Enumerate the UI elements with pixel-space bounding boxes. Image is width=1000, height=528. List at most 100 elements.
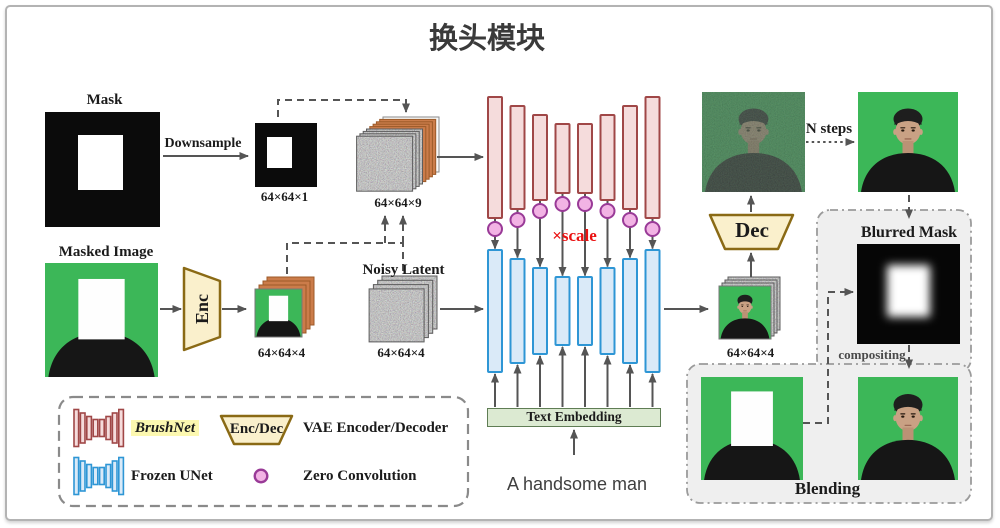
brushnet-bar bbox=[487, 96, 503, 219]
masked-image-label: Masked Image bbox=[58, 244, 154, 260]
frozen-unet-bar bbox=[554, 276, 571, 346]
eye bbox=[741, 305, 744, 307]
maskedimage-to-blurredmask-connector bbox=[803, 288, 854, 424]
face bbox=[895, 403, 921, 432]
noise-overlay bbox=[702, 92, 805, 192]
eyebrow bbox=[910, 127, 916, 129]
ear bbox=[750, 305, 753, 309]
shirt bbox=[720, 318, 770, 339]
downsampled-mask-hole bbox=[267, 137, 292, 168]
mask-overlay bbox=[268, 295, 289, 322]
eyebrow bbox=[746, 304, 750, 306]
legend-frozen-unet-icon bbox=[105, 463, 112, 489]
vae-blocks bbox=[182, 213, 795, 352]
encoder-label: Enc bbox=[192, 294, 212, 325]
face bbox=[738, 299, 752, 314]
noisy-latent-label: Noisy Latent bbox=[362, 262, 445, 278]
frozen-unet-bar bbox=[644, 249, 661, 373]
hair-fringe bbox=[894, 115, 922, 125]
latent-front-border bbox=[254, 288, 303, 338]
legend-brushnet-icon bbox=[79, 412, 86, 444]
latent-front-border bbox=[718, 285, 772, 340]
latent-stacks bbox=[254, 116, 781, 343]
diagram-frame bbox=[5, 5, 993, 521]
frozen-unet-bar bbox=[577, 276, 593, 346]
frozen-unet-bar bbox=[599, 267, 616, 355]
concat-latent-dims: 64×64×9 bbox=[374, 195, 422, 210]
legend-graphics bbox=[57, 395, 470, 508]
legend-frozen-unet-icon bbox=[111, 460, 118, 492]
shirt bbox=[256, 318, 301, 337]
shirt bbox=[48, 332, 155, 377]
blending-result-photo bbox=[858, 377, 958, 480]
decoded-noisy-photo bbox=[702, 92, 805, 192]
brushnet-bars bbox=[487, 96, 661, 219]
zero-convolution-node bbox=[532, 203, 548, 219]
noise-layer-border bbox=[368, 288, 425, 343]
legend-frozen-unet-label: Frozen UNet bbox=[131, 468, 213, 484]
face bbox=[895, 117, 921, 145]
blurred-mask-label: Blurred Mask bbox=[860, 224, 958, 241]
downsample-label: Downsample bbox=[164, 136, 242, 151]
page-title: 换头模块 bbox=[428, 23, 545, 55]
scale-label: ×scale bbox=[552, 226, 597, 245]
blending-masked-photo bbox=[701, 377, 803, 480]
ear bbox=[737, 305, 740, 309]
legend-frozen-unet-icon bbox=[73, 456, 80, 496]
frozen-unet-bar bbox=[622, 258, 638, 364]
legend-zero-conv-label: Zero Convolution bbox=[303, 468, 417, 484]
frozen-unet-bar bbox=[509, 258, 526, 364]
ear bbox=[919, 415, 923, 422]
denoised-result-photo bbox=[858, 92, 958, 192]
zero-convolution-node bbox=[487, 221, 503, 237]
legend-brushnet-icon bbox=[105, 415, 112, 441]
eyebrow bbox=[910, 413, 916, 415]
legend-brushnet-icon bbox=[73, 408, 80, 448]
shirt bbox=[704, 439, 800, 480]
brushnet-bar bbox=[622, 105, 638, 210]
brushnet-highlight: BrushNet bbox=[131, 420, 200, 436]
noise-layer bbox=[356, 136, 413, 192]
eye bbox=[901, 129, 905, 132]
frozen-unet-bar bbox=[532, 267, 548, 355]
blending-label: Blending bbox=[794, 479, 861, 498]
hair-fringe bbox=[894, 400, 922, 411]
legend-brushnet-label: BrushNet bbox=[131, 419, 200, 437]
decoder-label: Dec bbox=[735, 218, 769, 242]
legend-brushnet-icon bbox=[111, 412, 118, 444]
vae-decoder-block bbox=[708, 213, 795, 251]
masked-latent-front bbox=[255, 289, 302, 337]
zero-convolution-node bbox=[577, 196, 593, 212]
eye bbox=[901, 415, 905, 418]
legend-brushnet-icon bbox=[98, 418, 105, 438]
ear bbox=[893, 415, 897, 422]
hair-fringe bbox=[737, 298, 753, 304]
brushnet-bar bbox=[554, 123, 571, 194]
compositing-label: compositing bbox=[838, 347, 906, 362]
legend-encdec-label: Enc/Dec bbox=[229, 421, 284, 437]
masked-latent-dims: 64×64×4 bbox=[257, 345, 306, 360]
eyebrow bbox=[900, 127, 906, 129]
eye bbox=[746, 305, 749, 307]
shirt bbox=[861, 153, 955, 192]
frozen-unet-bars bbox=[487, 249, 661, 373]
masked-image-photo bbox=[45, 263, 158, 377]
legend-vae-label: VAE Encoder/Decoder bbox=[303, 420, 449, 436]
n-steps-label: N steps bbox=[805, 121, 853, 137]
mask-label: Mask bbox=[86, 92, 123, 108]
mouth bbox=[743, 310, 747, 312]
ear bbox=[893, 129, 897, 135]
prompt-text: A handsome man bbox=[506, 474, 648, 494]
brushnet-bar bbox=[577, 123, 593, 194]
legend-zero-conv-icon bbox=[253, 468, 269, 484]
eye bbox=[911, 415, 915, 418]
shirt bbox=[861, 439, 955, 480]
eyebrow bbox=[900, 413, 906, 415]
legend-frozen-unet-icon bbox=[79, 460, 86, 492]
zero-convolution-nodes bbox=[487, 196, 661, 237]
legend-frozen-unet-icon bbox=[98, 466, 105, 486]
brushnet-bar bbox=[532, 114, 548, 201]
mask-hole bbox=[78, 135, 123, 190]
